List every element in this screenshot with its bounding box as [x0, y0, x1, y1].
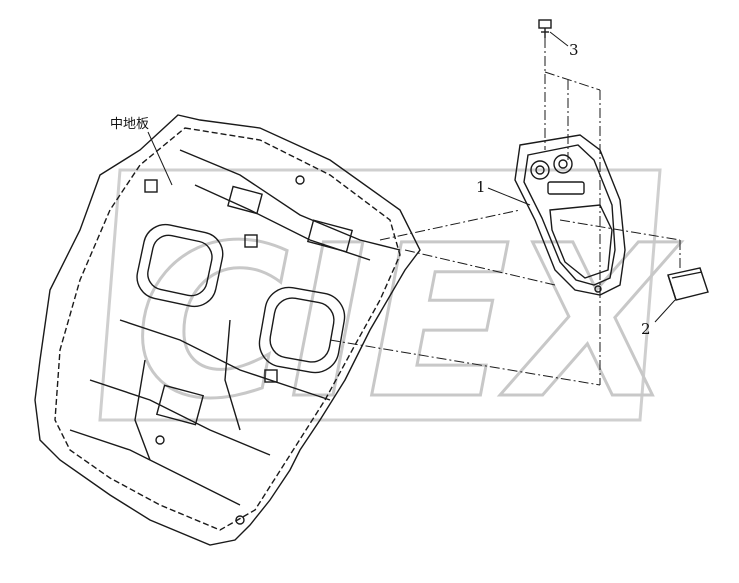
label-part-1: 1	[476, 178, 486, 196]
assembly-lines	[329, 38, 681, 386]
label-part-3: 3	[569, 41, 579, 59]
watermark-logo: CIEX	[98, 168, 683, 447]
bolt	[538, 19, 552, 38]
part-leaders	[487, 31, 676, 323]
watermark-text: CIEX	[135, 200, 682, 445]
label-part-2: 2	[641, 320, 651, 338]
floor-panel	[34, 114, 421, 546]
console-housing	[514, 134, 626, 296]
end-cap	[667, 267, 709, 301]
label-floor: 中地板	[110, 117, 149, 132]
floor-leader	[147, 131, 173, 186]
